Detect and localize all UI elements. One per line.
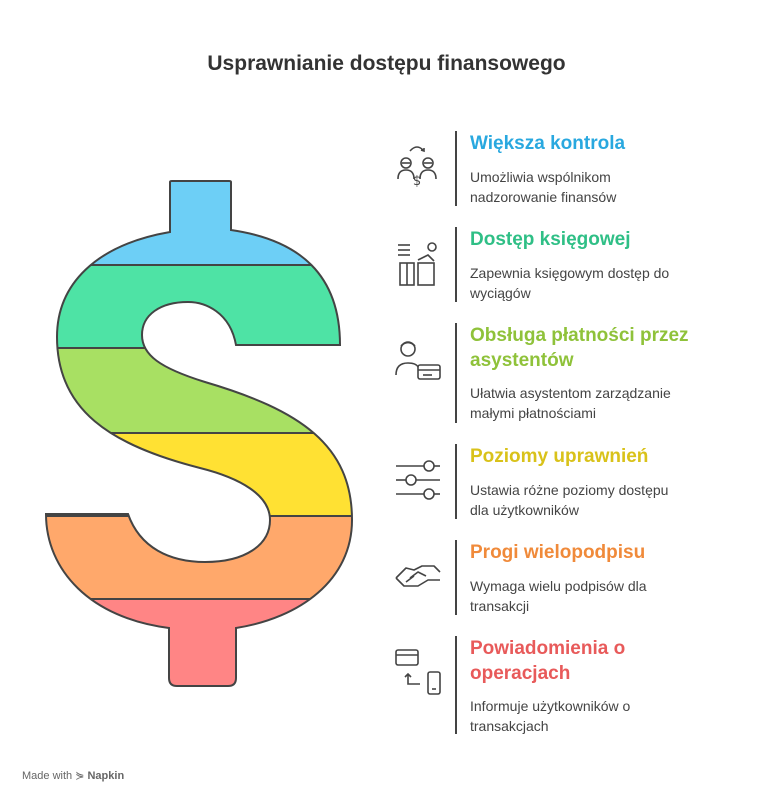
item-title: Powiadomienia o operacjach	[470, 636, 740, 686]
item-title-line: Obsługa płatności przez	[470, 325, 689, 346]
item-title: Obsługa płatności przez asystentów	[470, 323, 740, 373]
item-desc-line: Informuje użytkowników o	[470, 698, 631, 714]
item-title-line: Powiadomienia o	[470, 638, 626, 659]
item-desc-line: Umożliwia wspólnikom	[470, 169, 611, 185]
item-desc-line: Wymaga wielu podpisów dla	[470, 578, 647, 594]
footer-brand: Napkin	[87, 770, 125, 782]
item-desc-line: Ustawia różne poziomy dostępu	[470, 482, 669, 498]
item-desc-line: małymi płatnościami	[470, 405, 597, 421]
assistant-card-icon	[395, 341, 441, 380]
item-desc-line: wyciągów	[470, 285, 531, 301]
footer-prefix: Made with	[22, 770, 73, 782]
page-title: Usprawnianie dostępu finansowego	[207, 52, 566, 75]
accountant-desk-icon	[398, 242, 437, 286]
item-wieksza-kontrola: $ Większa kontrola Umożliwia wspólnikom …	[388, 131, 748, 206]
handshake-icon	[395, 565, 441, 587]
item-obsluga-platnosci: Obsługa płatności przez asystentów Ułatw…	[388, 323, 748, 423]
svg-text:$: $	[413, 174, 421, 189]
item-poziomy-uprawnien: Poziomy uprawnień Ustawia różne poziomy …	[388, 444, 748, 519]
item-title: Dostęp księgowej	[470, 229, 631, 250]
item-desc-line: transakcjach	[470, 718, 549, 734]
item-desc-line: transakcji	[470, 598, 530, 614]
card-phone-icon	[395, 649, 441, 695]
item-title: Poziomy uprawnień	[470, 446, 649, 467]
napkin-logo-icon: ⋟	[75, 770, 85, 782]
footer-credit: Made with ⋟ Napkin	[22, 769, 124, 782]
item-desc-line: Zapewnia księgowym dostęp do	[470, 265, 670, 281]
sliders-icon	[396, 460, 440, 500]
item-title: Progi wielopodpisu	[470, 542, 646, 563]
item-progi-wielopodpisu: Progi wielopodpisu Wymaga wielu podpisów…	[388, 540, 748, 615]
item-dostep-ksiegowej: Dostęp księgowej Zapewnia księgowym dost…	[388, 227, 748, 302]
item-desc-line: nadzorowanie finansów	[470, 189, 617, 205]
item-title-line: operacjach	[470, 663, 571, 684]
people-exchange-money-icon: $	[397, 146, 437, 189]
item-title-line: asystentów	[470, 350, 574, 371]
item-title: Większa kontrola	[470, 133, 626, 154]
item-powiadomienia: Powiadomienia o operacjach Informuje uży…	[388, 636, 748, 734]
item-desc-line: dla użytkowników	[470, 502, 579, 518]
item-desc-line: Ułatwia asystentom zarządzanie	[470, 385, 671, 401]
